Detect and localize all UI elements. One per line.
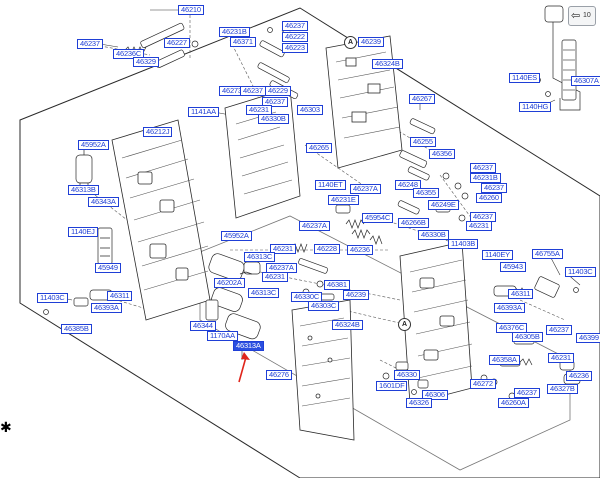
part-label-46272[interactable]: 46272 bbox=[470, 379, 496, 389]
part-label-45954c[interactable]: 45954C bbox=[362, 213, 394, 223]
part-label-1140et[interactable]: 1140ET bbox=[315, 180, 346, 190]
part-label-46231[interactable]: 46231 bbox=[548, 353, 574, 363]
part-label-46236c[interactable]: 46236C bbox=[113, 49, 145, 59]
part-label-46239[interactable]: 46239 bbox=[343, 290, 369, 300]
part-label-46202a[interactable]: 46202A bbox=[214, 278, 245, 288]
part-label-46231[interactable]: 46231 bbox=[262, 272, 288, 282]
part-label-46227[interactable]: 46227 bbox=[164, 38, 190, 48]
part-label-46399[interactable]: 46399 bbox=[576, 333, 600, 343]
part-label-46228[interactable]: 46228 bbox=[314, 244, 340, 254]
part-label-46306[interactable]: 46306 bbox=[422, 390, 448, 400]
part-label-46381[interactable]: 46381 bbox=[324, 280, 350, 290]
part-label-46237[interactable]: 46237 bbox=[546, 325, 572, 335]
part-label-46267[interactable]: 46267 bbox=[409, 94, 435, 104]
part-label-11403c[interactable]: 11403C bbox=[565, 267, 596, 277]
part-label-46237[interactable]: 46237 bbox=[470, 163, 496, 173]
part-label-46237[interactable]: 46237 bbox=[77, 39, 103, 49]
part-label-46212j[interactable]: 46212J bbox=[143, 127, 173, 137]
part-label-46371[interactable]: 46371 bbox=[230, 37, 256, 47]
red-arrow-icon bbox=[238, 352, 250, 383]
part-label-46329[interactable]: 46329 bbox=[133, 57, 159, 67]
part-label-46249e[interactable]: 46249E bbox=[428, 200, 459, 210]
part-label-46755a[interactable]: 46755A bbox=[532, 249, 563, 259]
part-label-46330b[interactable]: 46330B bbox=[258, 114, 289, 124]
circle-marker-a: A bbox=[344, 36, 357, 49]
part-label-46385b[interactable]: 46385B bbox=[61, 324, 92, 334]
part-label-46237[interactable]: 46237 bbox=[240, 86, 266, 96]
part-label-1601df[interactable]: 1601DF bbox=[376, 381, 408, 391]
part-label-46236[interactable]: 46236 bbox=[347, 245, 373, 255]
part-label-46324b[interactable]: 46324B bbox=[332, 320, 363, 330]
part-label-46237a[interactable]: 46237A bbox=[350, 184, 381, 194]
part-label-46255[interactable]: 46255 bbox=[410, 137, 436, 147]
part-label-46324b[interactable]: 46324B bbox=[372, 59, 403, 69]
part-label-1170aa[interactable]: 1170AA bbox=[207, 331, 238, 341]
part-label-45952a[interactable]: 45952A bbox=[78, 140, 109, 150]
part-label-1140ej[interactable]: 1140EJ bbox=[68, 227, 98, 237]
part-label-46307a[interactable]: 46307A bbox=[571, 76, 600, 86]
part-label-46313b[interactable]: 46313B bbox=[68, 185, 99, 195]
part-label-46237[interactable]: 46237 bbox=[282, 21, 308, 31]
part-label-46231e[interactable]: 46231E bbox=[328, 195, 359, 205]
part-label-46330b[interactable]: 46330B bbox=[418, 230, 449, 240]
part-label-46248[interactable]: 46248 bbox=[395, 180, 421, 190]
part-label-46313c[interactable]: 46313C bbox=[244, 252, 276, 262]
part-label-46313c[interactable]: 46313C bbox=[248, 288, 280, 298]
part-label-46355[interactable]: 46355 bbox=[413, 188, 439, 198]
part-label-46393a[interactable]: 46393A bbox=[91, 303, 122, 313]
part-label-46313a[interactable]: 46313A bbox=[233, 341, 264, 351]
part-label-46231b[interactable]: 46231B bbox=[470, 173, 501, 183]
part-label-46276[interactable]: 46276 bbox=[266, 370, 292, 380]
part-label-46239[interactable]: 46239 bbox=[358, 37, 384, 47]
part-label-46260a[interactable]: 46260A bbox=[498, 398, 529, 408]
back-button[interactable]: ⇦ 10 bbox=[568, 6, 596, 26]
part-label-46305b[interactable]: 46305B bbox=[512, 332, 543, 342]
part-label-1141aa[interactable]: 1141AA bbox=[188, 107, 219, 117]
part-label-46330[interactable]: 46330 bbox=[394, 370, 420, 380]
part-label-46265[interactable]: 46265 bbox=[306, 143, 332, 153]
part-label-46236[interactable]: 46236 bbox=[566, 371, 592, 381]
part-label-46303c[interactable]: 46303C bbox=[308, 301, 340, 311]
part-label-46311[interactable]: 46311 bbox=[508, 289, 534, 299]
part-label-46326[interactable]: 46326 bbox=[406, 398, 432, 408]
valve-body-upper bbox=[325, 35, 403, 169]
part-label-1140hg[interactable]: 1140HG bbox=[519, 102, 552, 112]
part-label-45949[interactable]: 45949 bbox=[95, 263, 121, 273]
star-icon: ✱ bbox=[0, 420, 12, 436]
part-label-46210[interactable]: 46210 bbox=[178, 5, 204, 15]
part-label-46237a[interactable]: 46237A bbox=[299, 221, 330, 231]
part-label-1140ey[interactable]: 1140EY bbox=[482, 250, 513, 260]
back-arrow-icon: ⇦ bbox=[571, 10, 581, 22]
part-label-46376c[interactable]: 46376C bbox=[496, 323, 528, 333]
part-label-46231[interactable]: 46231 bbox=[466, 221, 492, 231]
part-label-46393a[interactable]: 46393A bbox=[494, 303, 525, 313]
part-label-1140es[interactable]: 1140ES bbox=[509, 73, 540, 83]
part-label-45952a[interactable]: 45952A bbox=[221, 231, 252, 241]
part-label-46260[interactable]: 46260 bbox=[476, 193, 502, 203]
part-label-46327b[interactable]: 46327B bbox=[547, 384, 578, 394]
part-label-46343a[interactable]: 46343A bbox=[88, 197, 119, 207]
part-label-11403c[interactable]: 11403C bbox=[37, 293, 68, 303]
part-label-46237[interactable]: 46237 bbox=[481, 183, 507, 193]
part-label-46311[interactable]: 46311 bbox=[107, 291, 133, 301]
part-label-46344[interactable]: 46344 bbox=[190, 321, 216, 331]
part-label-46222[interactable]: 46222 bbox=[282, 32, 308, 42]
part-label-46237[interactable]: 46237 bbox=[514, 388, 540, 398]
inner-frame bbox=[199, 215, 571, 471]
part-label-46358a[interactable]: 46358A bbox=[489, 355, 520, 365]
part-label-46356[interactable]: 46356 bbox=[429, 149, 455, 159]
circle-marker-a: A bbox=[398, 318, 411, 331]
part-label-46229[interactable]: 46229 bbox=[265, 86, 291, 96]
part-label-46231b[interactable]: 46231B bbox=[219, 27, 250, 37]
part-label-46231[interactable]: 46231 bbox=[270, 244, 296, 254]
part-label-45943[interactable]: 45943 bbox=[500, 262, 526, 272]
back-button-label: 10 bbox=[583, 12, 591, 19]
part-label-46330c[interactable]: 46330C bbox=[291, 292, 323, 302]
part-label-46223[interactable]: 46223 bbox=[282, 43, 308, 53]
part-label-46237[interactable]: 46237 bbox=[262, 97, 288, 107]
part-label-11403b[interactable]: 11403B bbox=[448, 239, 479, 249]
part-label-46266b[interactable]: 46266B bbox=[398, 218, 429, 228]
part-label-46303[interactable]: 46303 bbox=[297, 105, 323, 115]
